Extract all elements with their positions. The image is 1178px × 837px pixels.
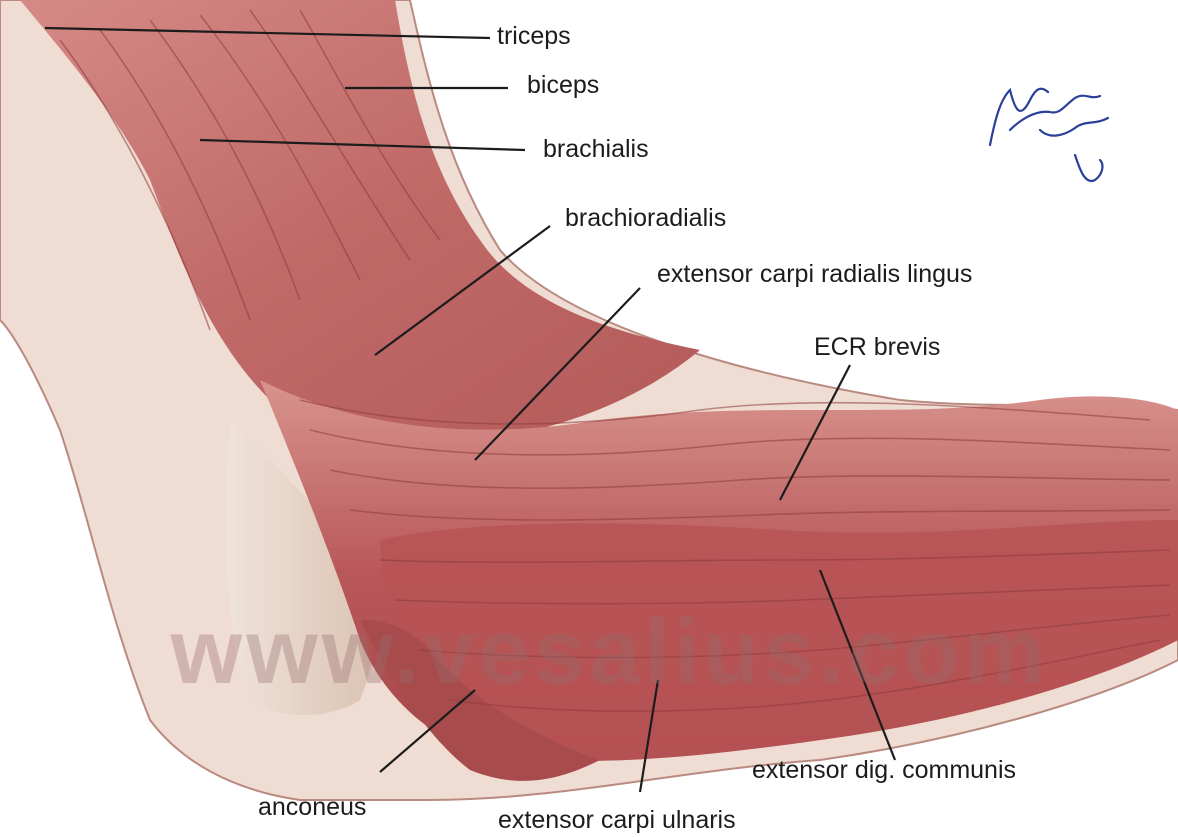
label-ecrl: extensor carpi radialis lingus bbox=[657, 262, 972, 287]
label-anconeus: anconeus bbox=[258, 795, 366, 820]
label-edc: extensor dig. communis bbox=[752, 758, 1016, 783]
watermark: www.vesalius.com bbox=[150, 600, 1070, 705]
label-ecrb: ECR brevis bbox=[814, 335, 940, 360]
label-ecu: extensor carpi ulnaris bbox=[498, 808, 736, 833]
label-brachioradialis: brachioradialis bbox=[565, 206, 726, 231]
label-brachialis: brachialis bbox=[543, 137, 649, 162]
label-biceps: biceps bbox=[527, 73, 599, 98]
label-triceps: triceps bbox=[497, 24, 571, 49]
handwritten-signature bbox=[990, 89, 1108, 181]
